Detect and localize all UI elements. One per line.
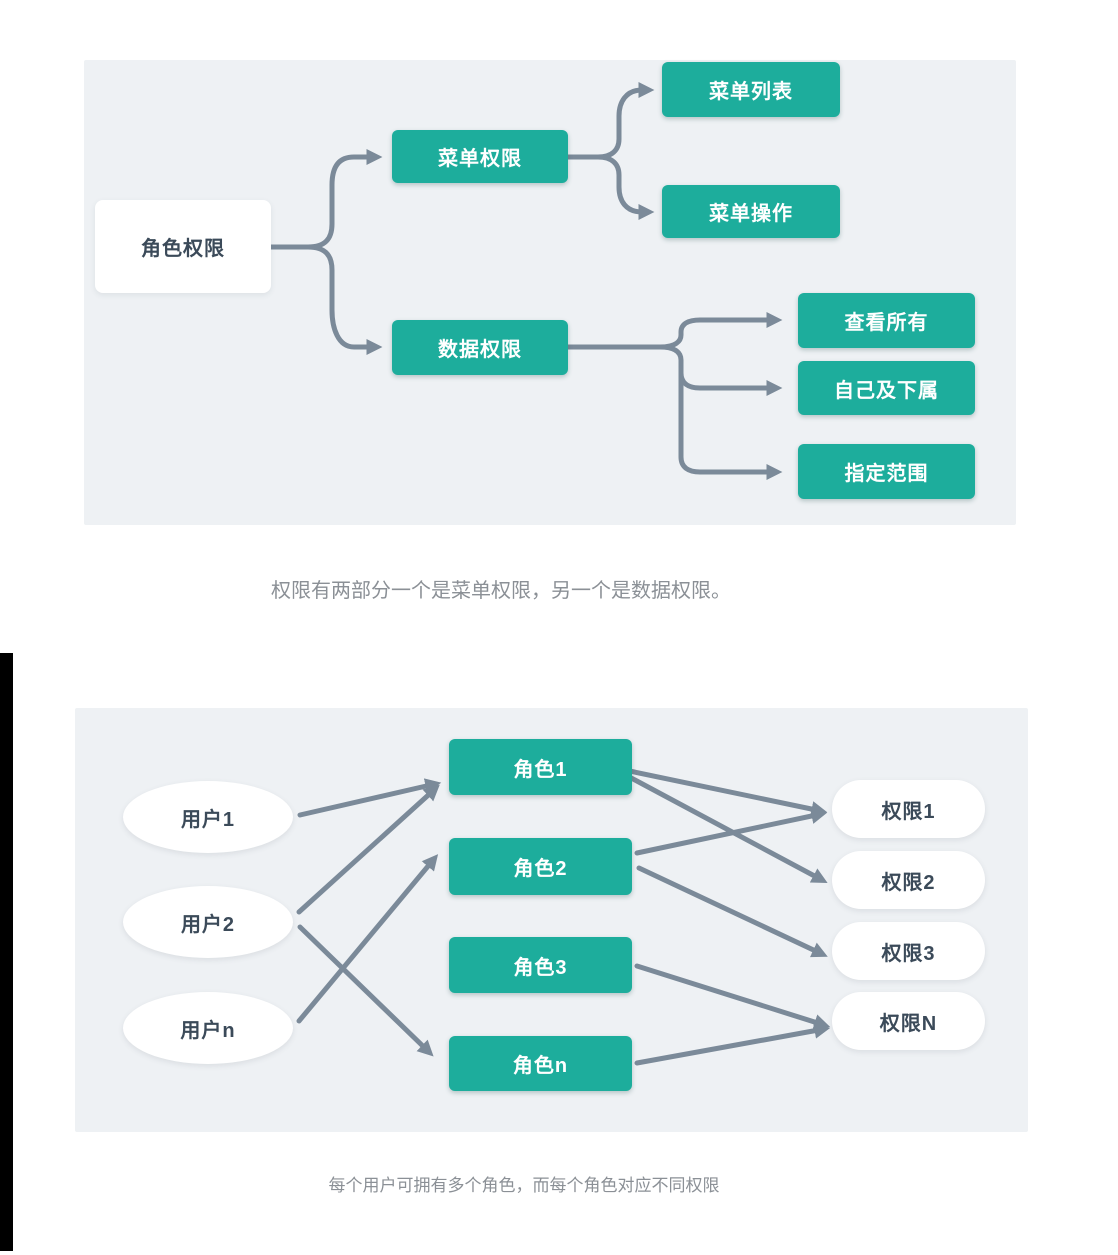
node-role-2-label: 角色2 [513, 858, 568, 880]
connector-data-permission-to-specified-range [678, 365, 783, 481]
node-role-1: 角色1 [449, 739, 632, 795]
node-role-permission-label: 角色权限 [141, 238, 225, 260]
node-permission-3-label: 权限3 [881, 942, 936, 965]
node-user-2-label: 用户2 [180, 913, 236, 936]
node-user-n: 用户n [123, 992, 293, 1064]
node-role-permission: 角色权限 [95, 200, 271, 293]
arrow-role1-to-perm1 [617, 766, 828, 817]
node-role-n-label: 角色n [512, 1055, 569, 1077]
arrow-role2-to-perm1 [634, 808, 828, 856]
connector-root-to-data-permission [267, 244, 383, 356]
node-role-3: 角色3 [449, 937, 632, 993]
arrow-rolen-to-permN [634, 1022, 831, 1066]
connector-menu-permission-to-menu-action [565, 154, 655, 221]
node-user-n-label: 用户n [180, 1019, 236, 1042]
connector-data-permission-to-self-sub [565, 344, 783, 397]
connector-menu-permission-to-menu-list [565, 81, 655, 160]
connector-data-permission-to-view-all [565, 311, 783, 350]
node-permission-2-label: 权限2 [881, 871, 936, 894]
node-role-3-label: 角色3 [513, 956, 568, 979]
node-menu-list: 菜单列表 [662, 62, 840, 117]
node-menu-permission: 菜单权限 [392, 130, 568, 183]
diagram2-caption: 每个用户可拥有多个角色，而每个角色对应不同权限 [328, 1176, 720, 1195]
arrow-user2-to-role1 [296, 784, 440, 915]
node-role-n: 角色n [449, 1036, 632, 1091]
node-user-2: 用户2 [123, 886, 293, 958]
node-menu-action: 菜单操作 [662, 185, 840, 238]
node-data-permission-label: 数据权限 [438, 339, 522, 361]
node-view-all-label: 查看所有 [844, 312, 929, 334]
arrow-user1-to-role1 [297, 778, 442, 818]
permission-tree-diagram: 角色权限 菜单权限 数据权限 菜单列表 菜单操作 查看所有 自己及下属 指定范围 [84, 60, 1016, 525]
arrow-role3-to-permN [634, 963, 831, 1030]
node-specified-range: 指定范围 [798, 444, 975, 499]
node-role-2: 角色2 [449, 838, 632, 895]
user-role-permission-connectors [296, 766, 831, 1066]
node-specified-range-label: 指定范围 [844, 463, 929, 485]
node-menu-list-label: 菜单列表 [709, 81, 793, 103]
connector-root-to-menu-permission [267, 148, 383, 250]
diagram1-caption: 权限有两部分一个是菜单权限，另一个是数据权限。 [271, 580, 731, 602]
node-permission-N: 权限N [832, 992, 985, 1050]
node-permission-3: 权限3 [832, 922, 985, 980]
node-role-1-label: 角色1 [513, 758, 568, 781]
node-permission-N-label: 权限N [879, 1012, 938, 1035]
node-permission-1: 权限1 [832, 780, 985, 838]
node-self-and-subordinates-label: 自己及下属 [834, 379, 939, 402]
node-user-1-label: 用户1 [180, 808, 236, 831]
left-black-strip [0, 653, 13, 1251]
permission-tree-connectors [267, 81, 783, 481]
node-permission-2: 权限2 [832, 851, 985, 909]
arrow-usern-to-role2 [296, 854, 439, 1024]
user-role-permission-diagram: 用户1 用户2 用户n 角色1 角色2 角色3 角色n 权限1 权限2 权限3 [75, 708, 1028, 1132]
arrow-user2-to-rolen [297, 924, 434, 1057]
node-self-and-subordinates: 自己及下属 [798, 361, 975, 415]
node-menu-action-label: 菜单操作 [709, 203, 793, 225]
node-view-all: 查看所有 [798, 293, 975, 348]
node-menu-permission-label: 菜单权限 [438, 148, 522, 170]
arrow-role1-to-perm2 [617, 769, 828, 884]
arrow-role2-to-perm3 [636, 865, 828, 958]
node-user-1: 用户1 [123, 781, 293, 853]
node-data-permission: 数据权限 [392, 320, 568, 375]
node-permission-1-label: 权限1 [881, 800, 936, 823]
